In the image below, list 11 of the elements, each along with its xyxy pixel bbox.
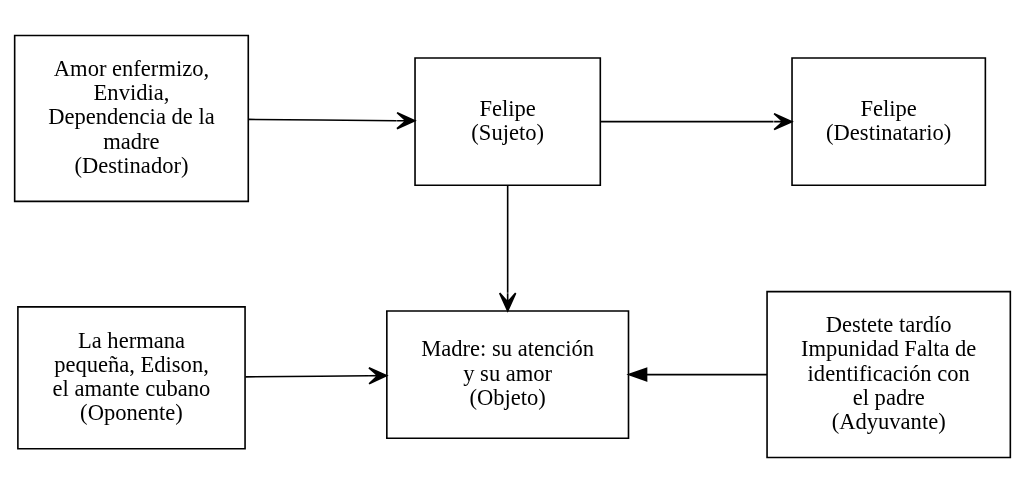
node-box: Felipe (Destinatario) (791, 56, 987, 186)
node-box: Destete tardío Impunidad Falta de identificación con el padre (Adyuvante) (766, 290, 1012, 458)
arrow (247, 111, 416, 129)
node-box: Madre: su atención y su amor (Objeto) (386, 309, 630, 439)
node-box: Felipe (Sujeto) (414, 56, 602, 186)
node-box: La hermana pequeña, Edison, el amante cubano (Oponente) (17, 305, 246, 449)
arrow (498, 184, 517, 312)
arrow (599, 112, 793, 130)
arrow (626, 366, 768, 382)
arrow (244, 366, 388, 385)
node-box: Amor enfermizo, Envidia, Dependencia de la madre (Destinador) (13, 34, 250, 202)
